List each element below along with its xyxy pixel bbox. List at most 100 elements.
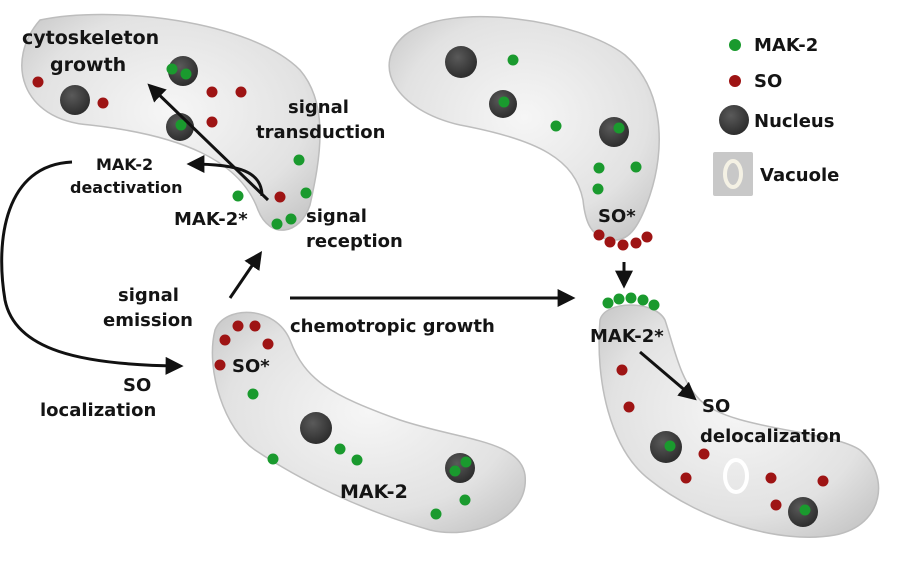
so-dot	[235, 86, 247, 98]
label-so-localization-1: SO	[123, 375, 151, 396]
nucleus-4	[445, 46, 477, 78]
label-cytoskeleton-growth-1: cytoskeleton	[22, 27, 159, 49]
legend-vacuole-label: Vacuole	[760, 165, 839, 186]
mak2-dot	[637, 294, 649, 306]
so-dot	[770, 499, 782, 511]
legend-mak2-label: MAK-2	[754, 35, 818, 56]
mak2-dot	[602, 297, 614, 309]
so-dot	[617, 239, 629, 251]
so-dot	[616, 364, 628, 376]
so-dot	[274, 191, 286, 203]
mak2-dot	[630, 161, 642, 173]
so-dot	[262, 338, 274, 350]
label-signal-emission-2: emission	[103, 310, 193, 331]
so-dot	[630, 237, 642, 249]
so-dot	[249, 320, 261, 332]
label-chemotropic-growth: chemotropic growth	[290, 316, 495, 337]
label-mak2-deactivation-1: MAK-2	[96, 155, 153, 174]
mak2-dot	[232, 190, 244, 202]
so-dot	[698, 448, 710, 460]
mak2-dot	[625, 292, 637, 304]
mak2-dot	[507, 54, 519, 66]
label-mak2-deactivation-2: deactivation	[70, 178, 182, 197]
label-so-star-left: SO*	[232, 356, 270, 377]
label-cytoskeleton-growth-2: growth	[50, 54, 126, 76]
arrow-emission-to-reception	[228, 251, 263, 299]
legend-so-swatch	[729, 75, 741, 87]
mak2-dot	[175, 119, 187, 131]
arrow-so-localization-loop	[0, 160, 184, 375]
vacuole	[723, 458, 749, 494]
label-signal-transduction-1: signal	[288, 97, 349, 118]
so-dot	[206, 116, 218, 128]
mak2-dot	[285, 213, 297, 225]
so-dot	[765, 472, 777, 484]
label-mak2-star-right: MAK-2*	[590, 326, 664, 347]
so-dot	[232, 320, 244, 332]
hypha-bottom-right	[598, 304, 880, 538]
mak2-dot	[550, 120, 562, 132]
label-signal-reception-2: reception	[306, 231, 403, 252]
label-signal-emission-1: signal	[118, 285, 179, 306]
nucleus-6	[599, 117, 629, 147]
so-dot	[97, 97, 109, 109]
mak2-dot	[613, 122, 625, 134]
mak2-dot	[247, 388, 259, 400]
arrows	[0, 83, 697, 401]
so-dot	[680, 472, 692, 484]
hypha-bottom-left	[211, 311, 526, 534]
label-so-localization-2: localization	[40, 400, 156, 421]
mak2-dot	[799, 504, 811, 516]
mak2-dots	[166, 54, 811, 520]
legend: MAK-2 SO Nucleus Vacuole	[713, 35, 839, 196]
so-dot	[604, 236, 616, 248]
so-dot	[817, 475, 829, 487]
label-mak2-star-left: MAK-2*	[174, 209, 248, 230]
so-dot	[214, 359, 226, 371]
mak2-dot	[459, 494, 471, 506]
mak2-dot	[166, 63, 178, 75]
arrow-to-cytoskeleton	[147, 83, 270, 202]
mak2-dot	[664, 440, 676, 452]
so-dots	[32, 76, 829, 511]
so-dot	[206, 86, 218, 98]
label-so-delocalization-1: SO	[702, 396, 730, 417]
legend-nucleus-label: Nucleus	[754, 111, 834, 132]
mak2-dot	[430, 508, 442, 520]
label-mak2-bottom: MAK-2	[340, 481, 408, 503]
so-dot	[641, 231, 653, 243]
legend-vacuole-swatch-bg	[713, 152, 753, 196]
label-signal-transduction-2: transduction	[256, 122, 385, 143]
legend-mak2-swatch	[729, 39, 741, 51]
mak2-dot	[648, 299, 660, 311]
arrow-to-deactivation	[186, 155, 264, 197]
mak2-dot	[271, 218, 283, 230]
mak2-dot	[460, 456, 472, 468]
label-signal-reception-1: signal	[306, 206, 367, 227]
mak2-dot	[334, 443, 346, 455]
legend-nucleus-swatch	[719, 105, 749, 135]
so-dot	[623, 401, 635, 413]
arrow-so-delocalization	[639, 350, 697, 401]
nucleus-7	[300, 412, 332, 444]
mak2-dot	[449, 465, 461, 477]
legend-vacuole-swatch	[723, 159, 743, 189]
label-so-delocalization-2: delocalization	[700, 426, 841, 447]
mak2-dot	[498, 96, 510, 108]
mak2-dot	[293, 154, 305, 166]
mak2-dot	[593, 162, 605, 174]
mak2-dot	[267, 453, 279, 465]
label-so-star-right: SO*	[598, 206, 636, 227]
nucleus-2	[60, 85, 90, 115]
legend-so-label: SO	[754, 71, 782, 92]
so-dot	[219, 334, 231, 346]
mak2-dot	[592, 183, 604, 195]
so-dot	[32, 76, 44, 88]
so-dot	[593, 229, 605, 241]
mak2-dot	[180, 68, 192, 80]
nucleus-8	[445, 453, 475, 483]
mak2-dot	[351, 454, 363, 466]
mak2-dot	[613, 293, 625, 305]
